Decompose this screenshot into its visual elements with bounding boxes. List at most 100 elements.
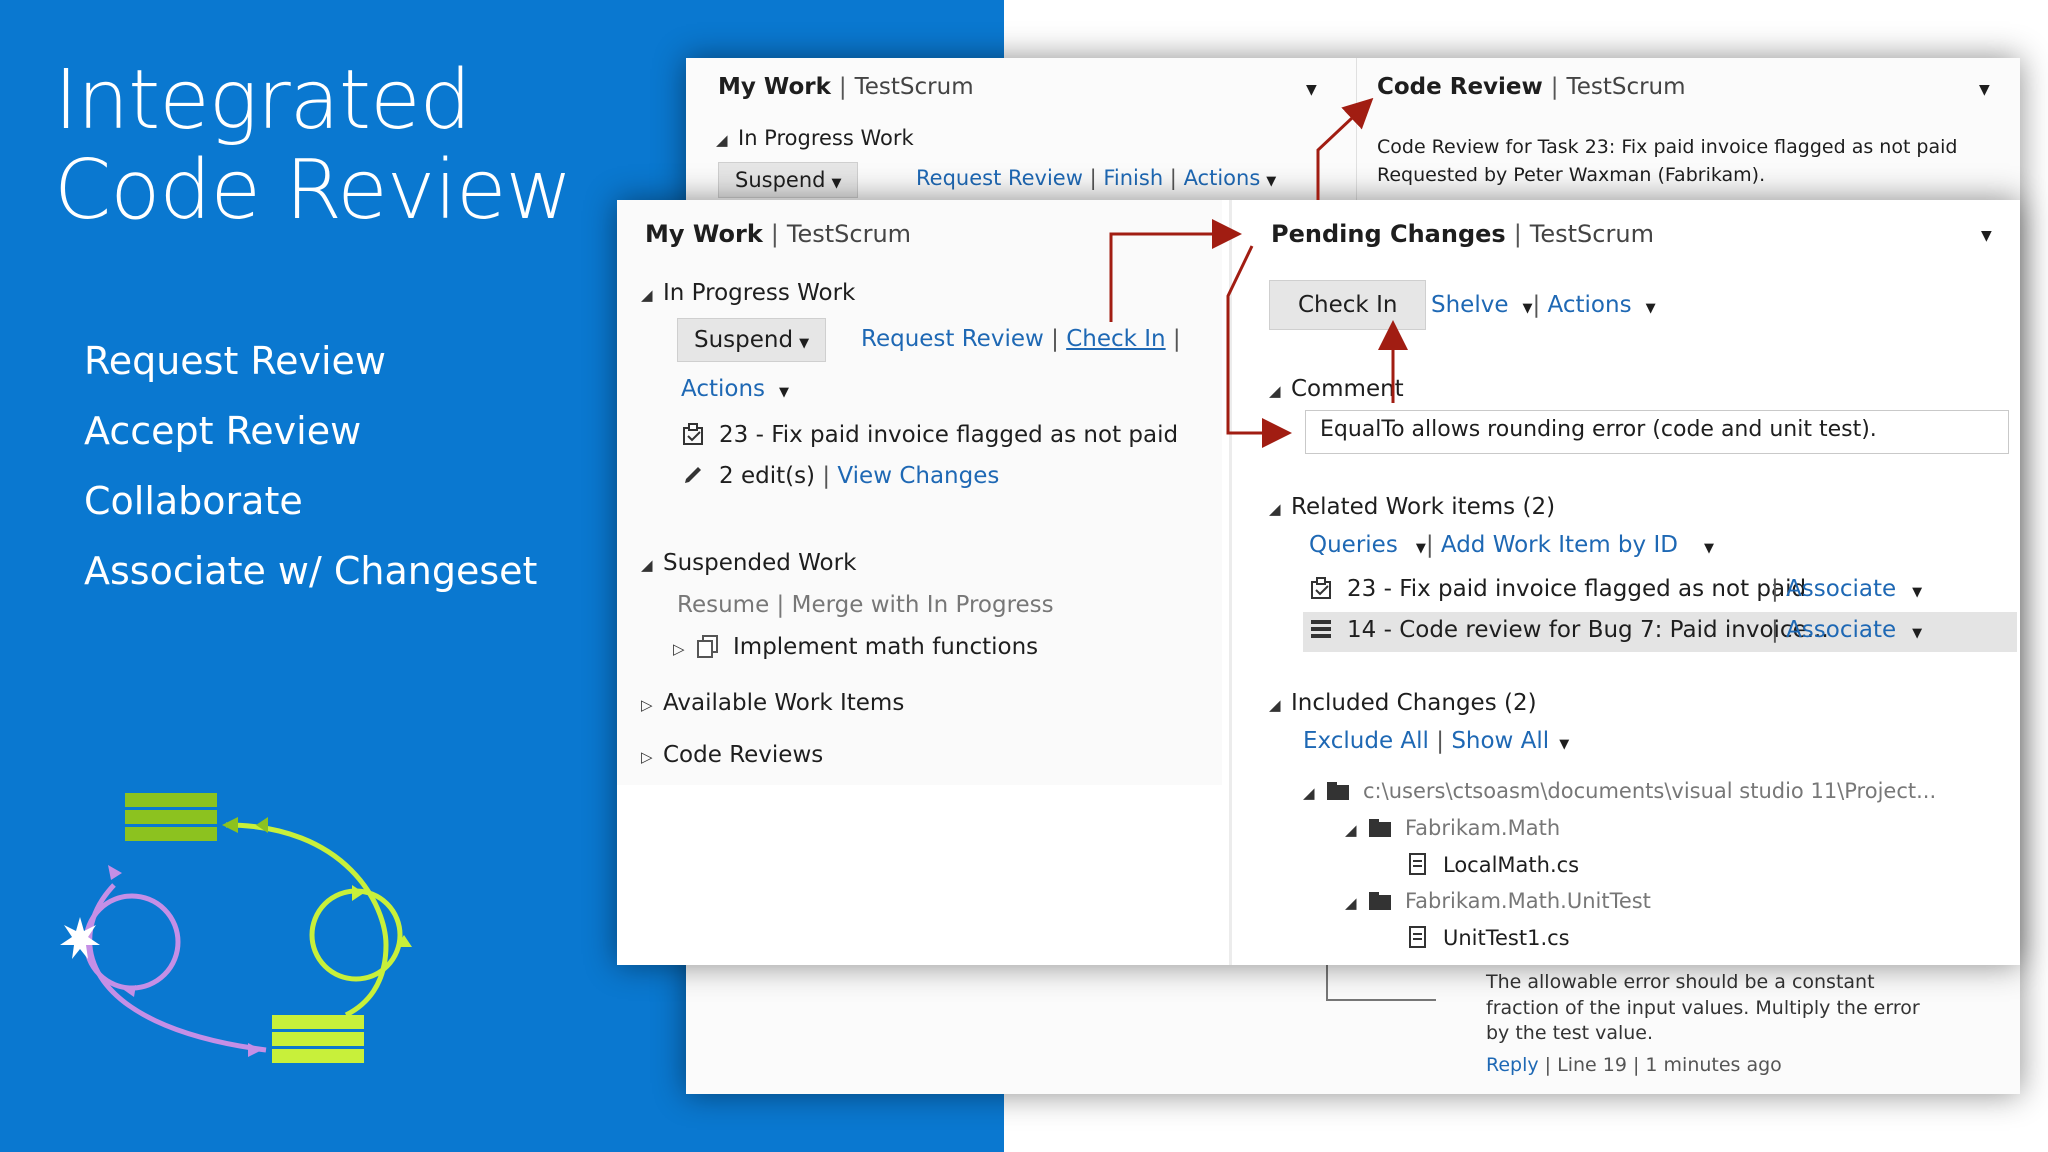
thread-line bbox=[1326, 965, 1328, 999]
task-item[interactable]: 23 - Fix paid invoice flagged as not pai… bbox=[681, 422, 1178, 448]
available-header[interactable]: ▷Available Work Items bbox=[641, 690, 905, 716]
work-item-row[interactable]: 23 - Fix paid invoice flagged as not pai… bbox=[1309, 576, 1999, 602]
tree-file[interactable]: LocalMath.cs bbox=[1405, 852, 1579, 877]
caret-down-icon: ▼ bbox=[1415, 541, 1426, 556]
caret-down-icon: ▼ bbox=[1266, 174, 1277, 189]
expand-triangle-icon: ▷ bbox=[641, 696, 653, 714]
pending-actions-link[interactable]: Actions bbox=[1547, 292, 1632, 318]
associate-dropdown[interactable]: | Associate▼ bbox=[1771, 576, 1923, 602]
caret-down-icon: ▼ bbox=[831, 176, 842, 191]
check-in-link[interactable]: Check In bbox=[1066, 326, 1166, 352]
pencil-icon bbox=[685, 467, 701, 483]
code-review-icon bbox=[1311, 620, 1331, 638]
add-work-item-link[interactable]: Add Work Item by ID bbox=[1440, 532, 1678, 558]
caret-down-icon: ▼ bbox=[799, 336, 810, 351]
back-actions-row: Request Review | Finish | Actions▼ bbox=[916, 166, 1277, 190]
back-review-line2: Requested by Peter Waxman (Fabrikam). bbox=[1377, 164, 1766, 186]
code-reviews-header[interactable]: ▷Code Reviews bbox=[641, 742, 824, 768]
selected-row-highlight bbox=[1303, 612, 2017, 652]
suspended-header[interactable]: ◢Suspended Work bbox=[641, 550, 857, 576]
comment-meta-row: Reply | Line 19 | 1 minutes ago bbox=[1486, 1054, 1782, 1076]
in-progress-header[interactable]: ◢In Progress Work bbox=[641, 280, 856, 306]
shelveset-icon bbox=[697, 635, 718, 658]
tree-file[interactable]: UnitTest1.cs bbox=[1405, 925, 1570, 950]
back-code-review-title: Code Review bbox=[1377, 74, 1543, 100]
work-item-row[interactable]: 14 - Code review for Bug 7: Paid invoice… bbox=[1309, 617, 1999, 643]
back-finish-link[interactable]: Finish bbox=[1103, 166, 1164, 190]
front-window: My Work|TestScrum ◢In Progress Work Susp… bbox=[617, 200, 2020, 965]
check-in-button[interactable]: Check In bbox=[1269, 280, 1427, 330]
back-suspend-button[interactable]: Suspend▼ bbox=[718, 162, 859, 198]
pending-changes-pane: Pending Changes|TestScrum ▼ Check In She… bbox=[1237, 200, 2020, 965]
collapse-triangle-icon: ◢ bbox=[1269, 500, 1281, 518]
collapse-triangle-icon: ◢ bbox=[1269, 382, 1281, 400]
collapse-triangle-icon: ◢ bbox=[641, 286, 653, 304]
chevron-down-icon[interactable]: ▼ bbox=[1981, 228, 1992, 244]
task-icon bbox=[1311, 577, 1331, 599]
thread-line bbox=[1326, 999, 1436, 1001]
comment-time: 1 minutes ago bbox=[1645, 1054, 1782, 1076]
my-work-project: TestScrum bbox=[786, 220, 912, 248]
bullet-list: Request Review Accept Review Collaborate… bbox=[84, 326, 537, 606]
my-work-header: My Work|TestScrum bbox=[645, 220, 912, 248]
actions-dropdown[interactable]: Actions▼ bbox=[681, 376, 790, 402]
collapse-triangle-icon: ◢ bbox=[1269, 696, 1281, 714]
suspended-item[interactable]: ▷Implement math functions bbox=[673, 634, 1039, 660]
folder-icon bbox=[1369, 892, 1391, 910]
folder-icon bbox=[1369, 819, 1391, 837]
suspended-actions-row: Resume | Merge with In Progress bbox=[677, 592, 1054, 618]
back-code-review-project: TestScrum bbox=[1566, 74, 1686, 100]
pending-project: TestScrum bbox=[1529, 220, 1654, 248]
comment-input[interactable]: EqualTo allows rounding error (code and … bbox=[1305, 410, 2009, 454]
edits-row: 2 edit(s) | View Changes bbox=[681, 463, 999, 489]
back-in-progress-header[interactable]: ◢In Progress Work bbox=[716, 126, 914, 150]
back-my-work-project: TestScrum bbox=[854, 74, 974, 100]
comment-header[interactable]: ◢Comment bbox=[1269, 376, 1404, 402]
chevron-down-icon[interactable]: ▼ bbox=[1979, 82, 1990, 98]
reply-link[interactable]: Reply bbox=[1486, 1054, 1539, 1076]
view-changes-link[interactable]: View Changes bbox=[837, 463, 1000, 489]
queries-link[interactable]: Queries bbox=[1309, 532, 1398, 558]
related-header[interactable]: ◢Related Work items (2) bbox=[1269, 494, 1556, 520]
back-request-review-link[interactable]: Request Review bbox=[916, 166, 1083, 190]
associate-dropdown[interactable]: | Associate▼ bbox=[1771, 617, 1923, 643]
back-code-review-header: Code Review|TestScrum bbox=[1377, 74, 1686, 100]
back-actions-link[interactable]: Actions bbox=[1183, 166, 1261, 190]
request-review-link[interactable]: Request Review bbox=[861, 326, 1044, 352]
file-icon bbox=[1409, 926, 1426, 948]
resume-link[interactable]: Resume bbox=[677, 592, 770, 618]
tree-folder[interactable]: ◢Fabrikam.Math.UnitTest bbox=[1345, 889, 1651, 913]
pending-toolbar: Shelve▼| Actions▼ bbox=[1431, 292, 1656, 318]
included-header[interactable]: ◢Included Changes (2) bbox=[1269, 690, 1537, 716]
expand-triangle-icon: ▷ bbox=[641, 748, 653, 766]
edits-count: 2 edit(s) bbox=[719, 463, 816, 489]
tree-folder[interactable]: ◢Fabrikam.Math bbox=[1345, 816, 1561, 840]
exclude-all-link[interactable]: Exclude All bbox=[1303, 728, 1429, 754]
slide-title: Integrated Code Review bbox=[54, 53, 573, 238]
suspend-button[interactable]: Suspend▼ bbox=[677, 318, 827, 362]
comment-text-line: The allowable error should be a constant bbox=[1486, 971, 1875, 993]
back-my-work-title: My Work bbox=[718, 74, 831, 100]
caret-down-icon: ▼ bbox=[779, 385, 790, 400]
back-my-work-pane: My Work|TestScrum ▼ ◢In Progress Work Su… bbox=[686, 58, 1346, 208]
back-review-line1: Code Review for Task 23: Fix paid invoic… bbox=[1377, 136, 1958, 158]
pane-splitter[interactable] bbox=[1229, 200, 1232, 965]
included-toolbar: Exclude All | Show All▼ bbox=[1303, 728, 1570, 754]
my-work-title: My Work bbox=[645, 220, 763, 248]
folder-icon bbox=[1327, 782, 1349, 800]
shelve-link[interactable]: Shelve bbox=[1431, 292, 1509, 318]
caret-down-icon: ▼ bbox=[1645, 301, 1656, 316]
collapse-triangle-icon: ◢ bbox=[641, 556, 653, 574]
bullet-item: Associate w/ Changeset bbox=[84, 549, 538, 593]
collapse-triangle-icon: ◢ bbox=[1345, 894, 1357, 912]
expand-triangle-icon: ▷ bbox=[673, 640, 685, 658]
caret-down-icon: ▼ bbox=[1703, 541, 1714, 556]
show-all-link[interactable]: Show All bbox=[1451, 728, 1550, 754]
tree-root-path[interactable]: ◢c:\users\ctsoasm\documents\visual studi… bbox=[1303, 779, 1937, 803]
caret-down-icon: ▼ bbox=[1522, 301, 1533, 316]
caret-down-icon: ▼ bbox=[1559, 737, 1570, 752]
pending-title: Pending Changes bbox=[1271, 220, 1506, 248]
merge-link[interactable]: Merge with In Progress bbox=[791, 592, 1054, 618]
chevron-down-icon[interactable]: ▼ bbox=[1306, 82, 1317, 98]
related-toolbar: Queries▼| Add Work Item by ID▼ bbox=[1309, 532, 1714, 558]
